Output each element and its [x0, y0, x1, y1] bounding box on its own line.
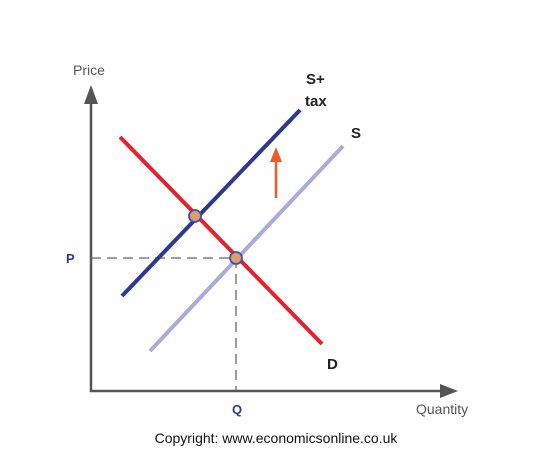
demand-curve [118, 135, 324, 346]
shift-arrow-head [270, 147, 282, 162]
equilibrium-point-with-tax [188, 209, 202, 223]
supply-curve [148, 144, 345, 353]
copyright-text: Copyright: www.economicsonline.co.uk [154, 430, 398, 446]
y-axis-arrowhead [84, 85, 98, 104]
equilibrium-point-original [229, 251, 243, 265]
x-axis-title: Quantity [416, 401, 468, 417]
supply-plus-tax-label-line2: tax [305, 93, 327, 110]
y-axis-title: Price [73, 62, 105, 78]
supply-plus-tax-curve [120, 108, 302, 298]
supply-label: S [351, 125, 361, 142]
quantity-tick-label: Q [232, 402, 242, 417]
supply-plus-tax-label-line1: S+ [306, 71, 325, 88]
price-tick-label: P [66, 251, 75, 266]
x-axis-arrowhead [440, 384, 458, 398]
demand-label: D [327, 356, 338, 373]
